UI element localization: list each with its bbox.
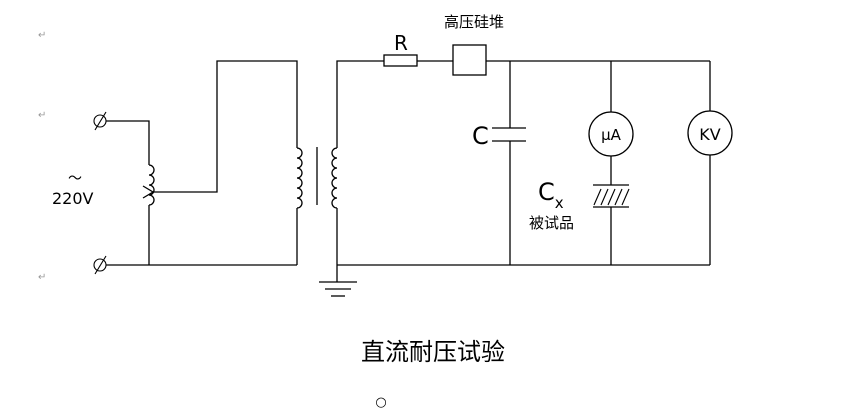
ground-symbol xyxy=(319,265,357,297)
specimen-symbol-text: C xyxy=(538,178,555,206)
kilovoltmeter-branch xyxy=(687,61,733,265)
resistor xyxy=(383,54,453,67)
resistor-label: R xyxy=(394,31,408,55)
specimen-symbol: Cx xyxy=(538,178,564,212)
paragraph-mark-3: ↵ xyxy=(38,272,46,283)
filter-capacitor xyxy=(492,61,526,265)
diagram-title: 直流耐压试验 xyxy=(361,338,505,366)
source-voltage-label: 220V xyxy=(52,189,94,208)
step-up-transformer xyxy=(296,60,384,265)
microammeter-label: μA xyxy=(601,126,622,144)
paragraph-mark-2: ↵ xyxy=(38,110,46,121)
source-ac-symbol: ～ xyxy=(68,171,82,187)
source-terminal-top xyxy=(93,111,107,131)
end-circle-mark: ○ xyxy=(375,395,386,410)
microammeter-branch xyxy=(588,61,634,265)
autotransformer xyxy=(106,60,298,266)
rectifier-stack xyxy=(452,44,710,76)
specimen-symbol-subscript: x xyxy=(555,194,564,212)
specimen-hatch xyxy=(593,188,630,206)
paragraph-mark-1: ↵ xyxy=(38,30,46,41)
kilovoltmeter-label: KV xyxy=(699,125,720,144)
capacitor-label: C xyxy=(472,122,489,150)
source-terminal-bottom xyxy=(93,255,107,275)
rectifier-stack-label: 高压硅堆 xyxy=(444,13,504,31)
specimen-label: 被试品 xyxy=(529,214,574,232)
